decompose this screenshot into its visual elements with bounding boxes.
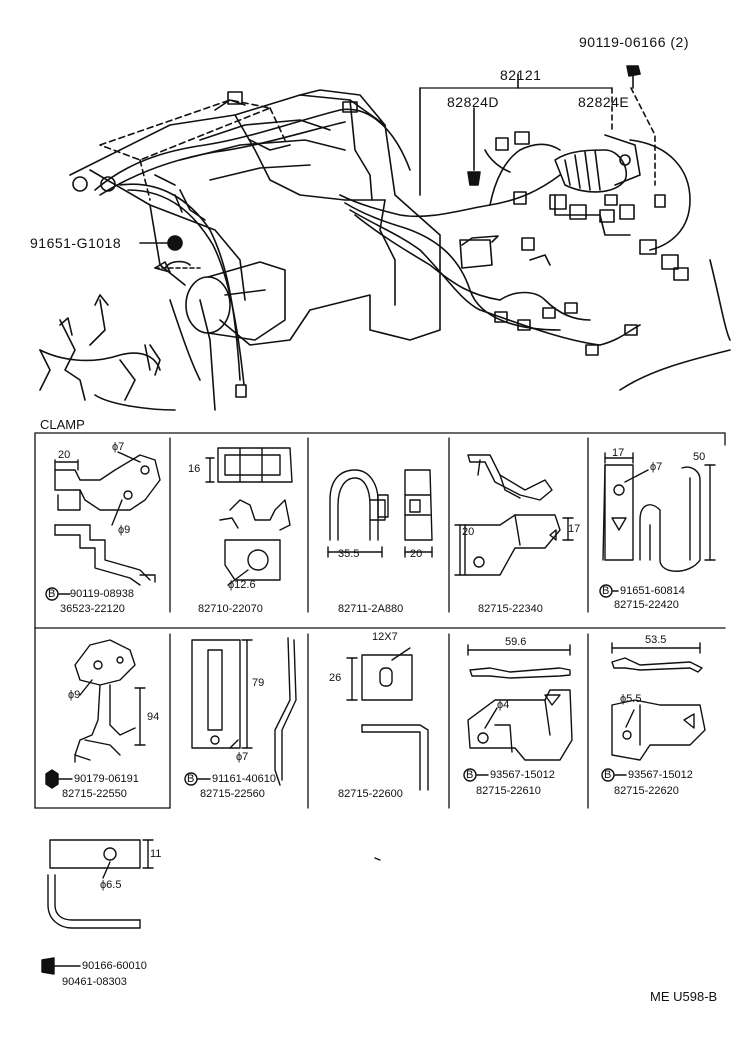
circled-marker-b-9: B <box>466 769 474 781</box>
part-number: 82715-22600 <box>338 788 403 800</box>
fastener-number: 91161-40610 <box>212 773 277 785</box>
dim-phi7: ϕ7 <box>112 441 125 453</box>
dim-phi12-6: ϕ12.6 <box>228 579 256 591</box>
part-number: 82715-22420 <box>614 599 679 611</box>
dim-phi7: ϕ7 <box>650 461 663 473</box>
dim-50: 50 <box>693 451 706 463</box>
part-number: 82711-2A880 <box>338 603 404 615</box>
circled-marker-b-7: B <box>187 773 195 785</box>
dim-phi4: ϕ4 <box>497 699 510 711</box>
dim-11: 11 <box>150 848 162 860</box>
dim-phi9: ϕ9 <box>68 689 81 701</box>
circled-marker-b-1: B <box>48 588 56 600</box>
part-number: 82715-22560 <box>200 788 265 800</box>
part-number: 82715-22610 <box>476 785 541 797</box>
dim-35-5: 35.5 <box>338 548 360 560</box>
dim-20: 20 <box>462 526 475 538</box>
grommet-label: 91651-G1018 <box>30 235 122 251</box>
circled-marker-b-10: B <box>604 769 612 781</box>
wire-assy-label: 82121 <box>500 67 542 83</box>
dim-17: 17 <box>612 447 625 459</box>
section-title: CLAMP <box>40 417 85 432</box>
dim-12x7: 12X7 <box>372 631 398 643</box>
dim-94: 94 <box>147 711 160 723</box>
part-number: 82715-22620 <box>614 785 679 797</box>
dim-16: 16 <box>188 463 201 475</box>
dim-phi9: ϕ9 <box>118 524 131 536</box>
dim-20: 20 <box>58 449 71 461</box>
fastener-number: 93567-15012 <box>628 769 693 781</box>
part-number: 82715-22550 <box>62 788 127 800</box>
part-number: 90461-08303 <box>62 976 127 988</box>
part-number: 82710-22070 <box>198 603 263 615</box>
dim-phi6-5: ϕ6.5 <box>100 879 122 891</box>
circled-marker-b-5: B <box>602 585 610 597</box>
dim-17: 17 <box>568 523 581 535</box>
dim-53-5: 53.5 <box>645 634 667 646</box>
fastener-number: 93567-15012 <box>490 769 555 781</box>
part-number: 82715-22340 <box>478 603 543 615</box>
clamp-e-label: 82824E <box>578 94 630 110</box>
fastener-number: 90166-60010 <box>82 960 147 972</box>
fastener-number: 90119-08938 <box>70 588 135 600</box>
dim-phi5-5: ϕ5.5 <box>620 693 642 705</box>
bolt-label: 90119-06166 (2) <box>579 34 689 50</box>
dim-20: 20 <box>410 548 423 560</box>
dim-phi7: ϕ7 <box>236 751 249 763</box>
part-number: 36523-22120 <box>60 603 125 615</box>
fastener-number: 91651-60814 <box>620 585 685 597</box>
fastener-number: 90179-06191 <box>74 773 139 785</box>
dim-59-6: 59.6 <box>505 636 527 648</box>
dim-79: 79 <box>252 677 265 689</box>
dim-26: 26 <box>329 672 342 684</box>
clamp-d-label: 82824D <box>447 94 500 110</box>
footer-code: ME U598-B <box>650 989 718 1004</box>
